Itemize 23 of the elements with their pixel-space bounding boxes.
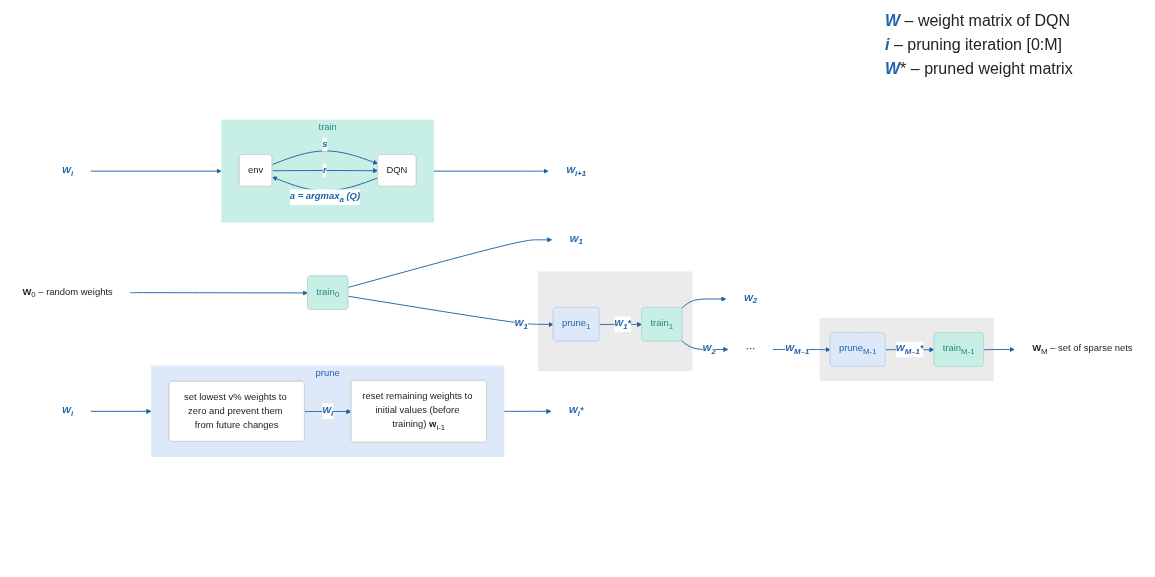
legend-note: W – weight matrix of DQN [885, 12, 1071, 30]
node-text: W$_{0}$ – random weights [22, 286, 113, 299]
legend-note: W* – pruned weight matrix [885, 60, 1074, 78]
cluster [819, 317, 994, 382]
node-text: W$_{2}$ [743, 292, 758, 306]
cluster [538, 271, 693, 372]
edge-label: W$_{1}$* [614, 318, 632, 331]
edge-label: r [322, 165, 327, 176]
node-text: W$_{i}$ [62, 164, 74, 178]
edge-label: a = argmax$_{a}$ (Q) [289, 191, 361, 204]
node-text: W$_{i}$* [568, 405, 584, 418]
edge-label: s [322, 139, 328, 150]
node-text: ··· [745, 344, 756, 355]
edge-label: W$_{M–1}$* [895, 343, 924, 356]
legend-note: i – pruning iteration [0:M] [885, 36, 1063, 54]
node-text: W$_{i}$ [62, 405, 74, 418]
edge-label: W$_{2}$ [702, 343, 716, 356]
edge-label: W$_{1}$ [514, 318, 528, 331]
node-text: W$_{i+1}$ [566, 164, 587, 178]
node-text: W$_{M}$ – set of sparse nets [1032, 343, 1133, 356]
node-text: W$_{1}$ [569, 233, 583, 247]
edge-label: W$_{i}$ [322, 405, 334, 418]
edge-label: W$_{M–1}$ [785, 343, 810, 356]
